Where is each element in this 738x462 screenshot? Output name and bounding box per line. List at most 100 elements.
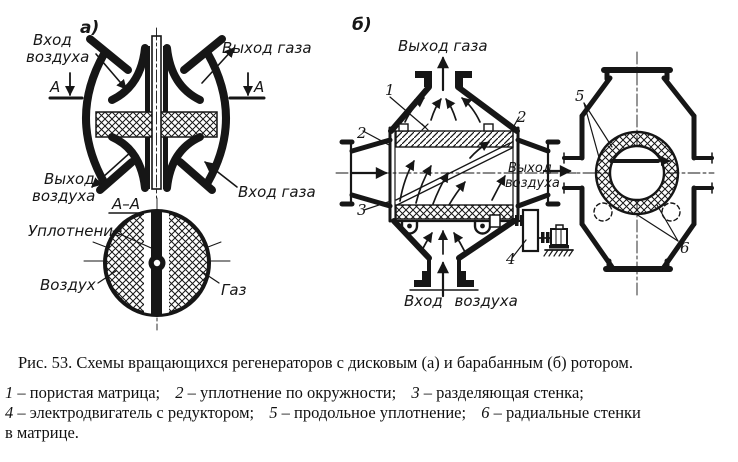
air-inlet-label-b: Вход воздуха xyxy=(404,292,518,310)
callout-leaders-b xyxy=(362,96,527,259)
dividing-wall-line1 xyxy=(396,147,513,206)
air-inlet-label-line1: Вход xyxy=(33,31,72,49)
motor-base xyxy=(549,245,569,249)
corner-wall-nw xyxy=(86,35,132,74)
diagram-a-front-view: а) xyxy=(26,18,316,205)
roller-left xyxy=(593,202,613,222)
legend-item-3-text: – разделяющая стенка; xyxy=(423,383,584,402)
callout-2-right: 2 xyxy=(516,108,527,126)
legend-item-6-number: 6 xyxy=(481,403,490,422)
air-outlet-label-b-line1: Выход xyxy=(508,161,552,176)
circumferential-seal-left xyxy=(398,123,409,132)
diagram-a-tag: а) xyxy=(80,18,99,38)
leader-5b xyxy=(583,102,601,162)
legend-item-5: 5 – продольное уплотнение; xyxy=(269,403,466,422)
air-outlet-label-b-line2: воздуха xyxy=(505,176,560,191)
seal-leader xyxy=(112,230,159,252)
gas-outlet-arrow xyxy=(201,47,235,84)
bottom-flange-right xyxy=(457,271,474,287)
leader-6a xyxy=(635,213,679,242)
legend-item-6-text: – радиальные стенки xyxy=(493,403,641,422)
legend-item-6: 6 – радиальные стенки xyxy=(481,403,641,422)
leader-2-left xyxy=(362,130,390,146)
legend-item-3: 3 – разделяющая стенка; xyxy=(411,383,584,402)
legend-item-2-text: – уплотнение по окружности; xyxy=(187,383,397,402)
leader-5a xyxy=(583,102,613,148)
legend-item-2: 2 – уплотнение по окружности; xyxy=(175,383,396,402)
electric-motor xyxy=(550,228,568,246)
top-stack xyxy=(388,71,520,134)
gas-outlet-label: Выход газа xyxy=(222,39,312,57)
diagram-b-tag: б) xyxy=(352,15,372,35)
legend-item-4: 4 – электродвигатель с редуктором; xyxy=(5,403,254,422)
callout-2-left: 2 xyxy=(356,124,367,142)
air-inlet-arrow xyxy=(95,53,127,90)
casing-outline xyxy=(579,67,697,272)
legend-item-1: 1 – пористая матрица; xyxy=(5,383,160,402)
corner-wall-sw xyxy=(96,158,136,194)
dividing-wall-line2 xyxy=(395,142,511,201)
top-funnel-wall-right xyxy=(455,84,520,134)
top-flange-left xyxy=(415,71,432,87)
legend-item-2-number: 2 xyxy=(175,383,184,402)
leader-6b xyxy=(656,204,679,242)
drum-body xyxy=(388,123,520,223)
diagram-b-side-view: 5 6 xyxy=(561,51,715,297)
section-letter-right: А xyxy=(253,78,264,96)
top-funnel-wall-left xyxy=(388,84,432,134)
matrix-ring-inner xyxy=(608,144,666,202)
diagram-a-section-view: А–А Уплотнение Воздух Газ xyxy=(28,195,247,331)
inner-wall-bottom-left xyxy=(108,133,149,192)
main-flow-arrows xyxy=(350,56,572,298)
legend-line-2: 4 – электродвигатель с редуктором; 5 – п… xyxy=(5,403,738,423)
air-outlet-label-line1: Выход xyxy=(44,170,95,188)
legend-item-5-number: 5 xyxy=(269,403,278,422)
legend-line-3: в матрице. xyxy=(5,423,738,443)
callout-6: 6 xyxy=(680,239,690,257)
side-duct-stubs xyxy=(562,152,714,194)
callout-leaders-side xyxy=(583,102,679,242)
callout-3: 3 xyxy=(357,201,367,219)
figure-caption: Рис. 53. Схемы вращающихся регенераторов… xyxy=(18,353,633,372)
gas-leader xyxy=(200,270,220,284)
drum-supports xyxy=(400,219,492,235)
legend-item-1-number: 1 xyxy=(5,383,14,402)
gas-label: Газ xyxy=(221,281,247,299)
figure-legend: 1 – пористая матрица; 2 – уплотнение по … xyxy=(5,383,738,443)
gas-inlet-label: Вход газа xyxy=(238,183,316,201)
rotor-shaft xyxy=(145,27,168,199)
roller-right xyxy=(661,202,681,222)
inner-wall-top-left xyxy=(108,44,149,104)
section-leaders xyxy=(97,230,220,284)
seal-label: Уплотнение xyxy=(28,222,122,240)
ground-hatch xyxy=(543,249,574,257)
internal-flow-arrows xyxy=(399,97,506,255)
legend-item-4-text: – электродвигатель с редуктором; xyxy=(17,403,255,422)
gas-inlet-arrow xyxy=(204,161,238,188)
matrix-band-bottom xyxy=(395,204,514,220)
bottom-funnel-wall-left xyxy=(391,218,432,261)
diagram-b-section: б) xyxy=(335,15,577,310)
bearing-block xyxy=(489,214,501,228)
corner-wall-se xyxy=(176,158,216,194)
gearbox xyxy=(521,208,540,253)
section-marks: А А xyxy=(48,72,266,100)
gas-outlet-label-b: Выход газа xyxy=(398,37,488,55)
circumferential-seal-right xyxy=(483,123,494,132)
leader-4 xyxy=(511,239,527,259)
callout-1: 1 xyxy=(385,81,395,99)
outer-wall-left xyxy=(82,50,108,186)
legend-item-5-text: – продольное уплотнение; xyxy=(281,403,467,422)
callout-4: 4 xyxy=(505,250,516,268)
labels-a: Вход воздуха Выход газа Выход воздуха Вх… xyxy=(26,31,316,205)
legend-item-4-number: 4 xyxy=(5,403,14,422)
leader-1 xyxy=(389,96,426,128)
right-outlet-duct xyxy=(515,137,561,209)
air-leader xyxy=(97,270,117,284)
labels-b: Выход газа Вход воздуха Выход воздуха 1 … xyxy=(356,37,560,310)
bottom-funnel-wall-right xyxy=(456,218,517,261)
air-outlet-arrow xyxy=(91,150,133,188)
porous-matrix-band xyxy=(395,130,514,148)
corner-wall-ne xyxy=(180,35,226,74)
